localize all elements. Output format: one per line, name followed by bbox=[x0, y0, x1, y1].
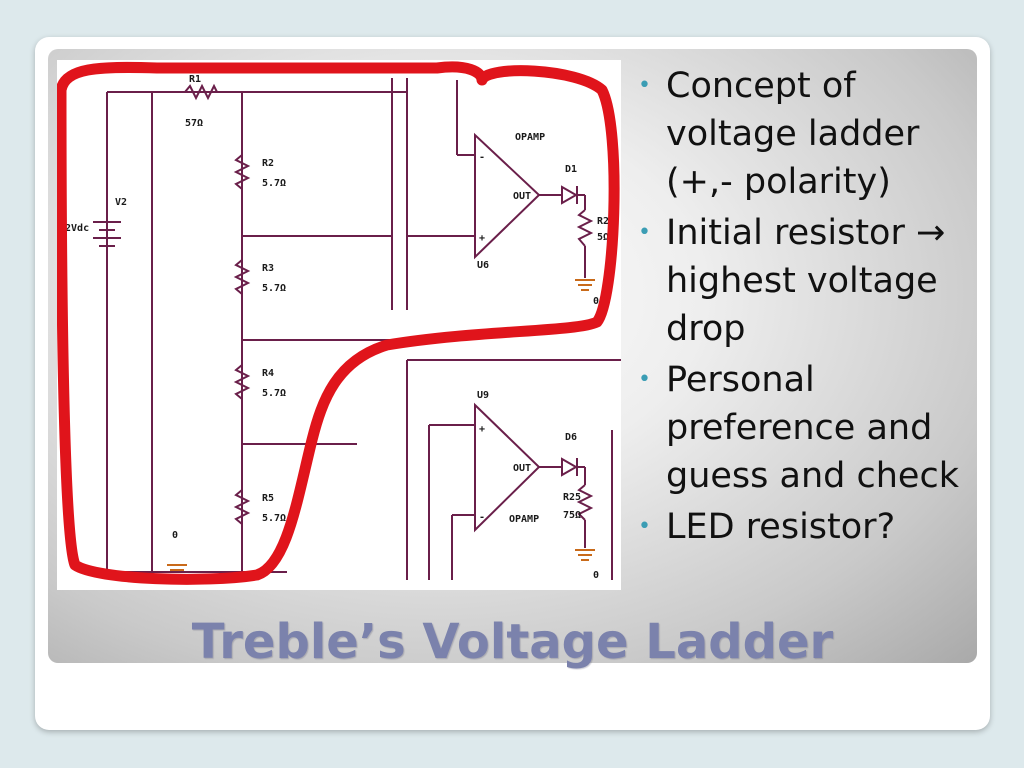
label-r4-value: 5.7Ω bbox=[262, 388, 286, 399]
label-opamp2-plus: + bbox=[479, 424, 485, 435]
label-ground3: 0 bbox=[593, 570, 599, 581]
label-ground2: 0 bbox=[593, 296, 599, 307]
label-r-led2: R25 bbox=[563, 492, 581, 503]
battery-symbol bbox=[93, 221, 121, 247]
label-opamp2-out: OUT bbox=[513, 463, 531, 474]
label-r3-value: 5.7Ω bbox=[262, 283, 286, 294]
bullet-text: Personal preference and guess and check bbox=[666, 360, 959, 496]
bullet-dot: • bbox=[638, 73, 651, 98]
label-r3: R3 bbox=[262, 263, 274, 274]
bullet-dot: • bbox=[638, 367, 651, 392]
bullet-item: • Initial resistor → highest voltage drop bbox=[634, 209, 974, 353]
label-r-led1-value: 5Ω bbox=[597, 232, 609, 243]
circuit-schematic: 12Vdc V2 R1 57Ω R2 5.7Ω R3 5.7Ω R4 5.7Ω … bbox=[57, 60, 621, 590]
label-diode1: D1 bbox=[565, 164, 577, 175]
red-outline-annotation bbox=[57, 61, 620, 585]
resistor-shapes bbox=[184, 83, 594, 525]
bullet-text: Initial resistor → highest voltage drop bbox=[666, 213, 946, 349]
circuit-wires bbox=[106, 78, 621, 580]
label-r-led2-value: 75Ω bbox=[563, 510, 581, 521]
diode-shapes bbox=[561, 185, 579, 477]
label-opamp1-plus: + bbox=[479, 233, 485, 244]
label-r5-value: 5.7Ω bbox=[262, 513, 286, 524]
bullet-dot: • bbox=[638, 220, 651, 245]
label-r-top: R1 bbox=[189, 74, 201, 85]
label-battery: V2 bbox=[115, 197, 127, 208]
label-opamp1-ref: U6 bbox=[477, 260, 489, 271]
bullet-list: • Concept of voltage ladder (+,- polarity… bbox=[634, 62, 974, 554]
label-opamp1-minus: - bbox=[479, 152, 485, 163]
label-opamp2-minus: - bbox=[479, 512, 485, 523]
label-source: 12Vdc bbox=[59, 223, 89, 234]
bullet-dot: • bbox=[638, 514, 651, 539]
label-r2: R2 bbox=[262, 158, 274, 169]
label-opamp2: OPAMP bbox=[509, 514, 539, 525]
slide-title: Treble’s Voltage Ladder bbox=[191, 614, 834, 670]
bullet-item: • Concept of voltage ladder (+,- polarity… bbox=[634, 62, 974, 206]
bullet-text: Concept of voltage ladder (+,- polarity) bbox=[666, 66, 920, 202]
label-r-top-value: 57Ω bbox=[185, 118, 203, 129]
bullet-text: LED resistor? bbox=[666, 507, 896, 547]
label-opamp1: OPAMP bbox=[515, 132, 545, 143]
label-r5: R5 bbox=[262, 493, 274, 504]
bullet-item: • LED resistor? bbox=[634, 503, 974, 551]
label-ground1: 0 bbox=[172, 530, 178, 541]
label-opamp1-out: OUT bbox=[513, 191, 531, 202]
opamp-shapes bbox=[474, 132, 541, 533]
bullet-item: • Personal preference and guess and check bbox=[634, 356, 974, 500]
ground-symbols bbox=[167, 279, 595, 571]
label-r4: R4 bbox=[262, 368, 274, 379]
label-opamp2-ref: U9 bbox=[477, 390, 489, 401]
label-r2-value: 5.7Ω bbox=[262, 178, 286, 189]
label-r-led1: R23 bbox=[597, 216, 615, 227]
label-diode2: D6 bbox=[565, 432, 577, 443]
